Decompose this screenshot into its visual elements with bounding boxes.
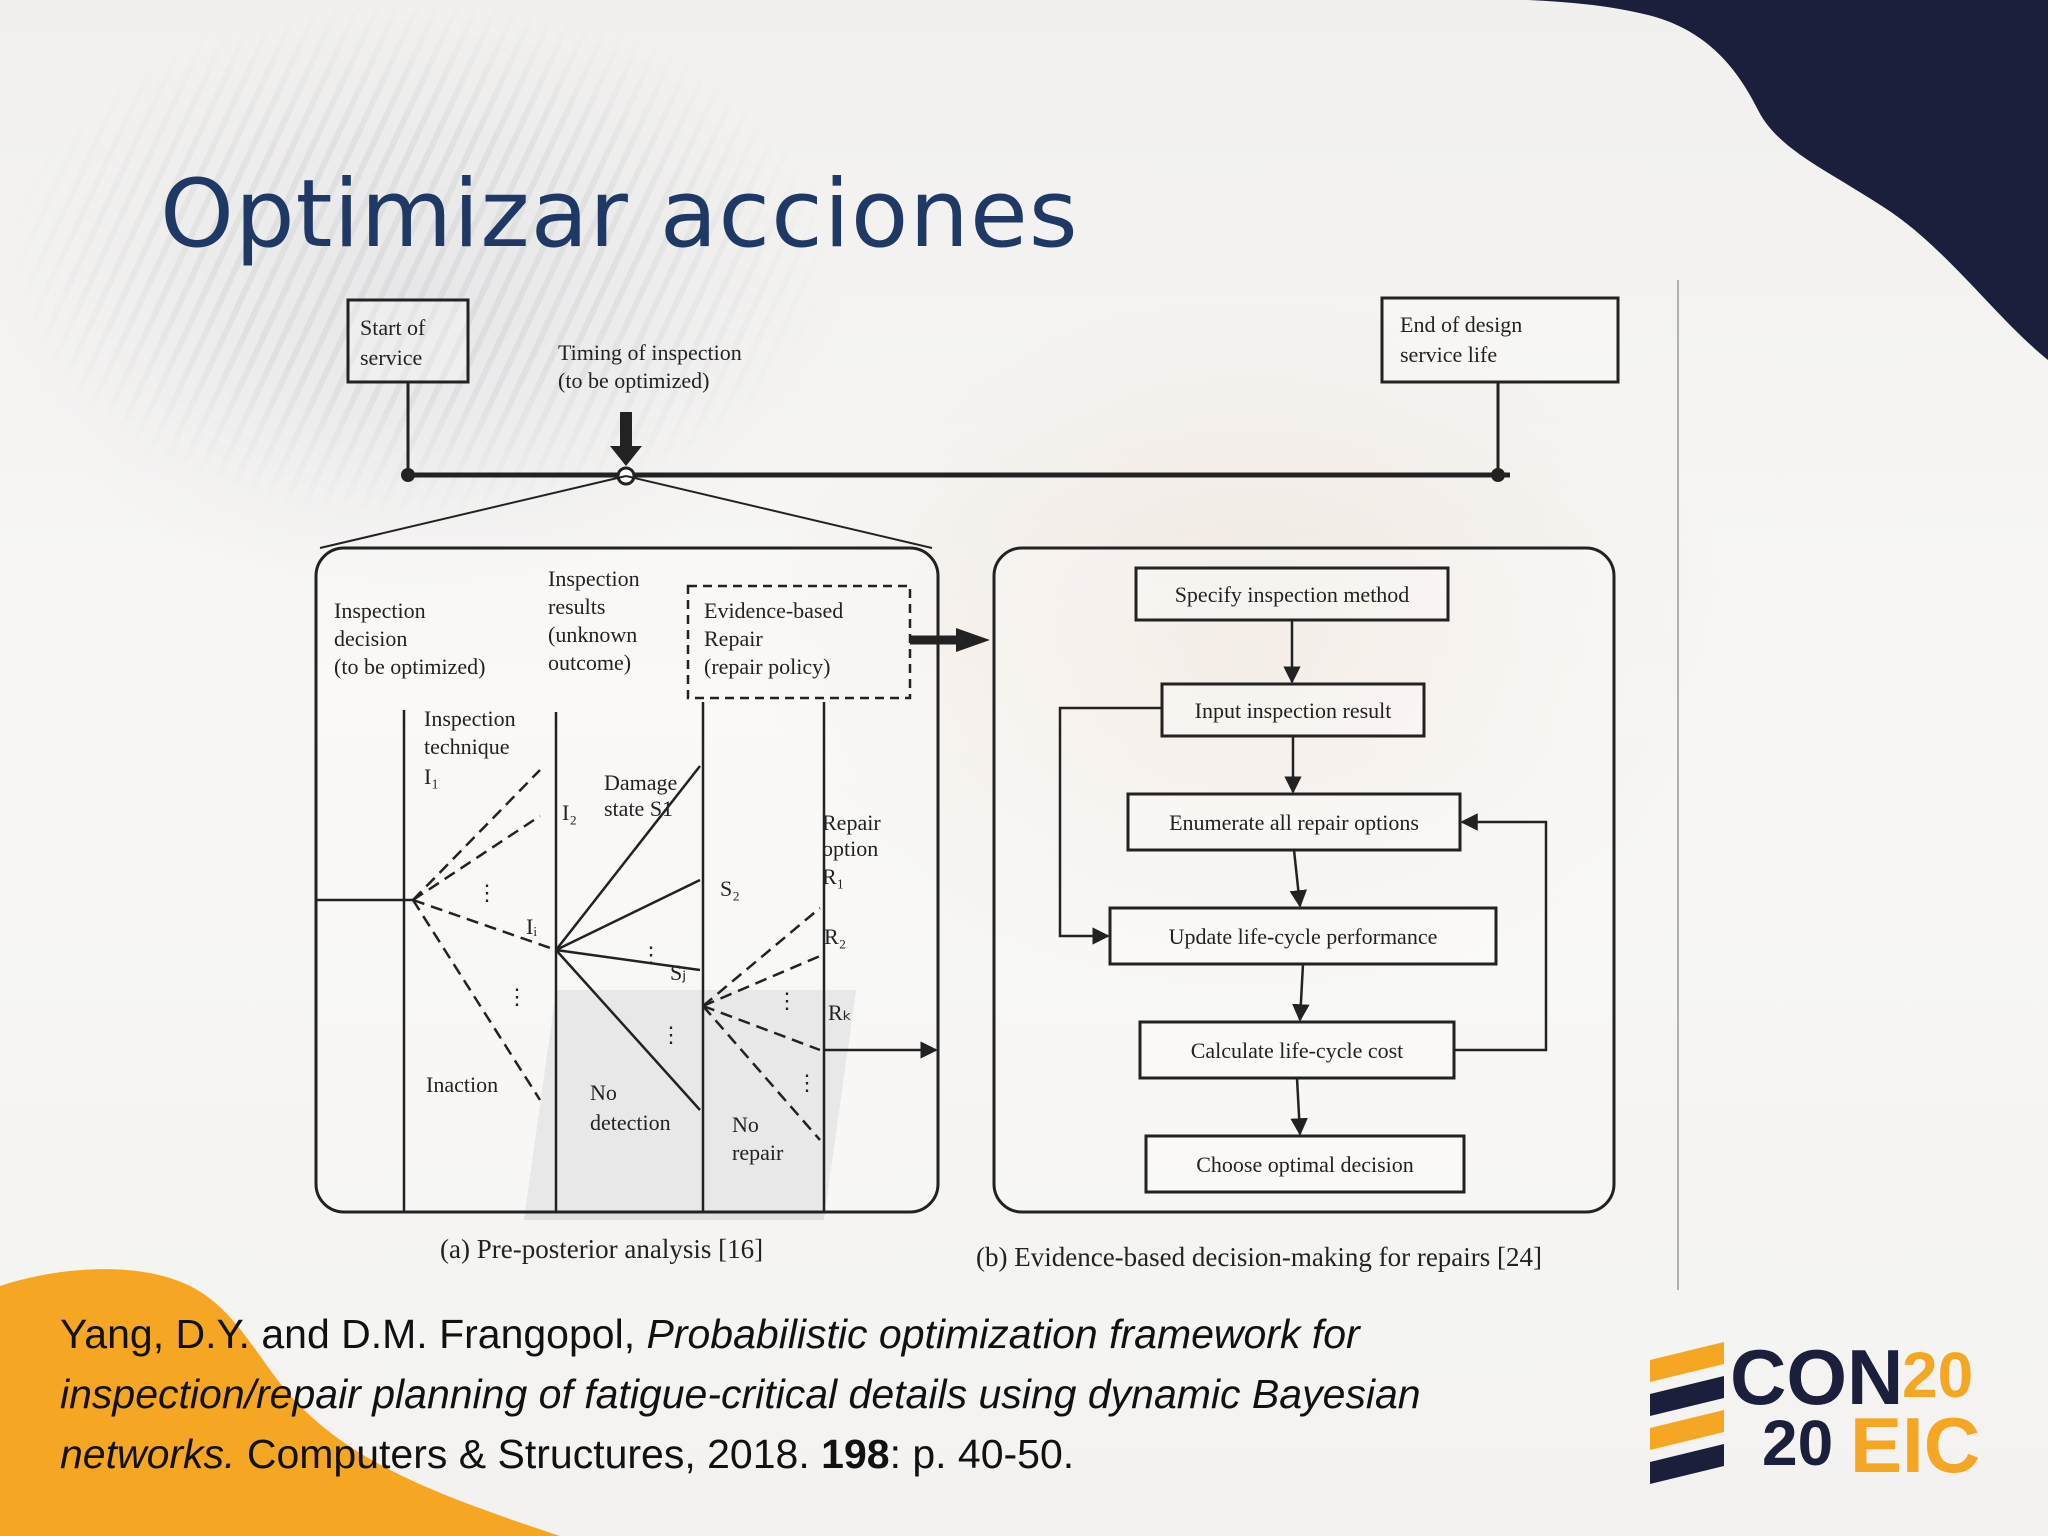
timing-line1: Timing of inspection xyxy=(558,340,742,365)
col2-header-3: (unknown xyxy=(548,622,637,647)
repair-label-2: option xyxy=(822,836,878,861)
label-sj: Sⱼ xyxy=(670,960,686,985)
flowchart-arrows xyxy=(1058,620,1548,1136)
inspection-framework-figure: Start of service End of design service l… xyxy=(300,280,1690,1290)
timing-arrow xyxy=(620,412,632,450)
logo-year-a: 20 xyxy=(1902,1339,1974,1411)
logo-year-b: 20 xyxy=(1762,1407,1834,1479)
step-4: Update life-cycle performance xyxy=(1169,924,1438,949)
col2-header-4: outcome) xyxy=(548,650,631,675)
damage-label-1: Damage xyxy=(604,770,677,795)
step-5: Calculate life-cycle cost xyxy=(1191,1038,1404,1063)
step-6: Choose optimal decision xyxy=(1196,1152,1414,1177)
caption-left: (a) Pre-posterior analysis [16] xyxy=(440,1234,763,1264)
dots-2: ⋮ xyxy=(506,984,528,1009)
dots-1: ⋮ xyxy=(476,880,498,905)
start-box-line1: Start of xyxy=(360,315,426,340)
logo-con: CON xyxy=(1730,1333,1904,1421)
inaction-label: Inaction xyxy=(426,1072,498,1097)
label-r2: R₂ xyxy=(824,924,846,949)
citation-title: Probabilistic optimization framework for… xyxy=(60,1311,1421,1477)
step-1: Specify inspection method xyxy=(1175,582,1410,607)
dots-3: ⋮ xyxy=(640,942,662,967)
technique-label-3: I₁ xyxy=(424,764,439,789)
decision-tree-branches xyxy=(411,765,938,1141)
repair-label-1: Repair xyxy=(822,810,881,835)
timing-line2: (to be optimized) xyxy=(558,368,710,393)
label-rk: Rₖ xyxy=(828,1000,852,1025)
slide-title: Optimizar acciones xyxy=(160,160,1079,269)
col1-header-2: decision xyxy=(334,626,407,651)
end-box-line2: service life xyxy=(1400,342,1497,367)
citation-volume: 198 xyxy=(821,1431,890,1477)
no-detection-2: detection xyxy=(590,1110,671,1135)
citation-journal: Computers & Structures, 2018. xyxy=(246,1431,810,1477)
step-3: Enumerate all repair options xyxy=(1169,810,1419,835)
no-repair-2: repair xyxy=(732,1140,784,1165)
col2-header-2: results xyxy=(548,594,605,619)
citation-authors: Yang, D.Y. and D.M. Frangopol, xyxy=(60,1311,636,1357)
dots-4: ⋮ xyxy=(660,1022,682,1047)
col1-header-1: Inspection xyxy=(334,598,426,623)
pre-posterior-panel xyxy=(314,546,940,1214)
technique-label-1: Inspection xyxy=(424,706,516,731)
citation-pages: : p. 40-50. xyxy=(889,1431,1075,1477)
no-repair-1: No xyxy=(732,1112,759,1137)
dots-6: ⋮ xyxy=(796,1070,818,1095)
no-detection-1: No xyxy=(590,1080,617,1105)
dots-5: ⋮ xyxy=(776,988,798,1013)
start-box-line2: service xyxy=(360,345,422,370)
col3-header-1: Evidence-based xyxy=(704,598,843,623)
background-stripes xyxy=(0,0,1000,620)
repair-label-3: R₁ xyxy=(822,864,844,889)
navy-corner-shape xyxy=(1528,0,2048,360)
technique-label-2: technique xyxy=(424,734,510,759)
col1-header-3: (to be optimized) xyxy=(334,654,486,679)
evidence-based-panel xyxy=(992,546,1616,1214)
framework-diagram: Start of service End of design service l… xyxy=(314,280,1679,1290)
end-box-line1: End of design xyxy=(1400,312,1522,337)
label-s2: S₂ xyxy=(720,876,740,901)
col3-header-2: Repair xyxy=(704,626,763,651)
col3-header-3: (repair policy) xyxy=(704,654,830,679)
col2-header-1: Inspection xyxy=(548,566,640,591)
end-of-design-life-box xyxy=(1380,296,1620,384)
caption-right: (b) Evidence-based decision-making for r… xyxy=(976,1242,1542,1272)
damage-label-2: state S1 xyxy=(604,796,673,821)
logo-eic: EIC xyxy=(1850,1401,1981,1489)
conveic-logo: CON 20 20 EIC xyxy=(1640,1330,2000,1490)
flowchart-steps: Specify inspection method Input inspecti… xyxy=(1108,566,1498,1194)
step-2: Input inspection result xyxy=(1195,698,1392,723)
label-ii: Iᵢ xyxy=(526,914,537,939)
label-i2: I₂ xyxy=(562,800,577,825)
citation-reference: Yang, D.Y. and D.M. Frangopol, Probabili… xyxy=(60,1304,1580,1484)
orange-corner-shape xyxy=(0,1269,560,1536)
panel-link-arrow xyxy=(956,628,990,652)
logo-stripes-icon xyxy=(1650,1342,1724,1484)
start-of-service-box xyxy=(346,298,470,384)
